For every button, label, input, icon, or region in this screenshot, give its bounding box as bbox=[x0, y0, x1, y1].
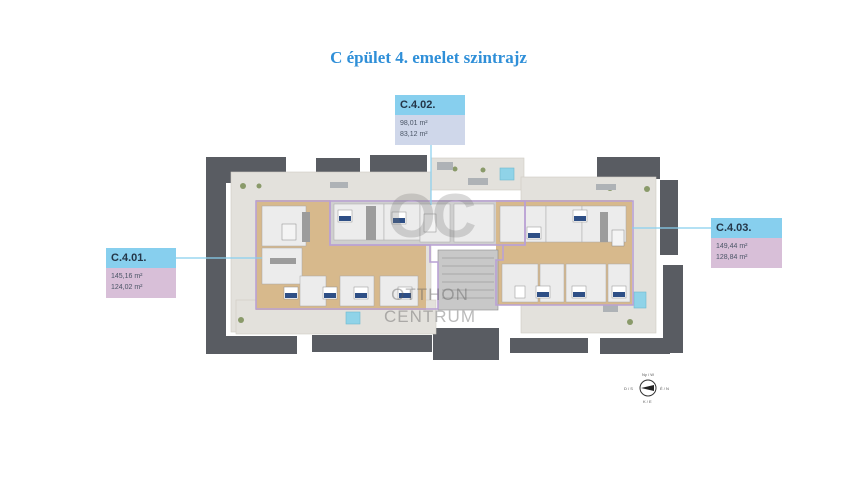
compass-label-bottom: K / E bbox=[643, 399, 652, 404]
kitchen bbox=[270, 206, 608, 264]
compass-label-top: Ny / W bbox=[642, 372, 654, 377]
compass-label-right: É / N bbox=[660, 386, 669, 391]
room bbox=[261, 203, 631, 307]
watermark: OC OTTHON CENTRUM bbox=[375, 180, 485, 350]
apartment-outline bbox=[255, 200, 634, 310]
apartment-area-total: 149,44 m² bbox=[716, 243, 748, 250]
compass-label-left: D / S bbox=[624, 386, 633, 391]
watermark-logo: OC bbox=[387, 182, 477, 251]
apartment-id: C.4.01. bbox=[106, 248, 176, 268]
apartment-id: C.4.03. bbox=[711, 218, 782, 238]
apartment-label-c401: C.4.01. 145,16 m² 124,02 m² bbox=[106, 248, 176, 298]
compass: Ny / W D / S É / N K / E bbox=[624, 372, 672, 406]
compass-rose-icon bbox=[639, 379, 657, 397]
watermark-line-1: OTTHON bbox=[391, 285, 469, 304]
building-shadow bbox=[206, 155, 683, 360]
apartment-id: C.4.02. bbox=[395, 95, 465, 115]
bed-cover bbox=[285, 216, 625, 298]
page-title: C épület 4. emelet szintrajz bbox=[330, 48, 527, 67]
apartment-label-c403: C.4.03. 149,44 m² 128,84 m² bbox=[711, 218, 782, 268]
stair-core bbox=[437, 249, 499, 311]
apartment-area-net: 83,12 m² bbox=[400, 131, 428, 138]
apartment-area-net: 124,02 m² bbox=[111, 284, 143, 291]
apartment-area-total: 98,01 m² bbox=[400, 120, 428, 127]
watermark-line-2: CENTRUM bbox=[384, 307, 476, 326]
dining-table bbox=[281, 213, 625, 247]
leader-line bbox=[176, 136, 711, 259]
apartment-area-net: 128,84 m² bbox=[716, 254, 748, 261]
apartment-label-c402: C.4.02. 98,01 m² 83,12 m² bbox=[395, 95, 465, 145]
apartment-area-total: 145,16 m² bbox=[111, 273, 143, 280]
terrace-pool bbox=[345, 167, 647, 325]
